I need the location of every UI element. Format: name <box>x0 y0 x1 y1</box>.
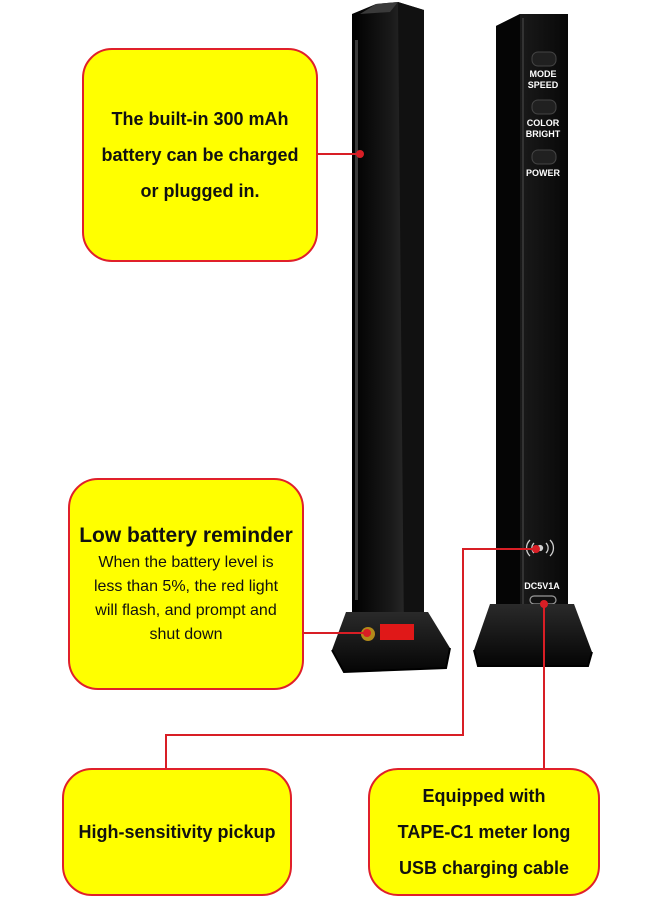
cable-line-1: Equipped with <box>422 786 546 806</box>
right-light-bar: MODE SPEED COLOR BRIGHT POWER DC5V1A <box>473 14 593 667</box>
callout-pickup: High-sensitivity pickup <box>62 768 292 896</box>
mode-speed-button[interactable] <box>531 51 557 67</box>
cable-line-2: TAPE-C1 meter long <box>397 822 571 842</box>
power-label: POWER <box>526 168 561 178</box>
leader-cable-dot <box>540 600 548 608</box>
red-indicator-light <box>380 624 414 640</box>
port-label: DC5V1A <box>524 581 560 591</box>
callout-low-battery: Low battery reminder When the battery le… <box>68 478 304 690</box>
low-battery-title: Low battery reminder <box>79 524 293 547</box>
pickup-text: High-sensitivity pickup <box>78 822 276 842</box>
battery-line-3: or plugged in. <box>140 181 260 201</box>
leader-low-battery <box>304 632 368 634</box>
callout-battery: The built-in 300 mAh battery can be char… <box>82 48 318 262</box>
color-bright-button[interactable] <box>531 99 557 115</box>
leader-battery <box>318 153 362 155</box>
leader-battery-dot <box>356 150 364 158</box>
cable-line-3: USB charging cable <box>398 858 570 878</box>
low-battery-line-3: will flash, and prompt and <box>95 602 277 619</box>
battery-line-2: battery can be charged <box>101 145 299 165</box>
leader-pickup-v1 <box>462 548 464 736</box>
leader-pickup-h2 <box>165 734 464 736</box>
battery-line-1: The built-in 300 mAh <box>111 109 289 129</box>
power-button[interactable] <box>531 149 557 165</box>
leader-cable <box>543 604 545 768</box>
left-light-bar <box>331 2 451 674</box>
low-battery-line-2: less than 5%, the red light <box>93 578 279 595</box>
leader-low-battery-dot <box>363 629 371 637</box>
leader-pickup-h1 <box>462 548 536 550</box>
color-label: COLOR <box>527 118 560 128</box>
speed-label: SPEED <box>528 80 559 90</box>
mode-label: MODE <box>530 69 557 79</box>
leader-pickup-v2 <box>165 734 167 768</box>
callout-cable: Equipped with TAPE-C1 meter long USB cha… <box>368 768 600 896</box>
low-battery-line-1: When the battery level is <box>98 554 274 571</box>
leader-pickup-dot <box>532 545 540 553</box>
low-battery-line-4: shut down <box>149 626 223 643</box>
bright-label: BRIGHT <box>526 129 561 139</box>
